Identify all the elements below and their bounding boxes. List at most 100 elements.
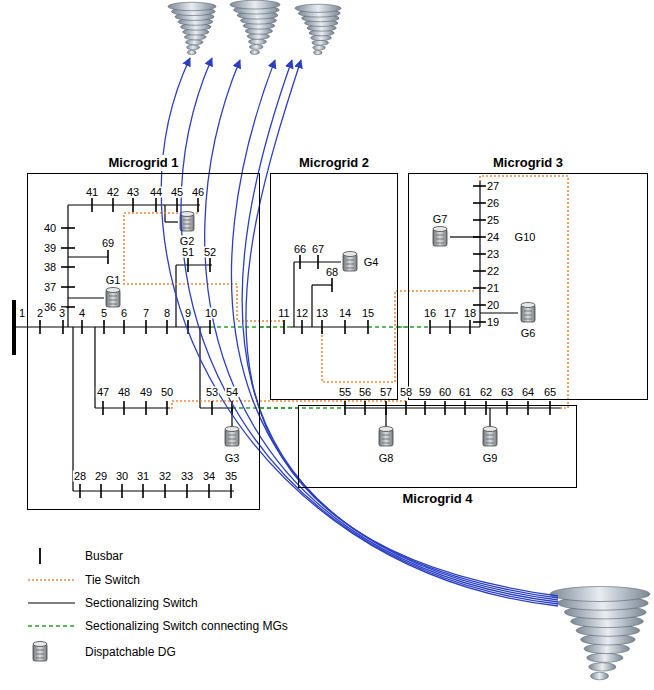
bus-number: 46 — [191, 187, 205, 198]
bus-number: 57 — [379, 387, 393, 398]
legend-sample — [39, 548, 41, 564]
dg-icon — [379, 427, 393, 447]
sectionalizing-line — [489, 408, 490, 428]
busbar — [364, 401, 366, 415]
bus-number: 63 — [500, 387, 514, 398]
legend-text: Sectionalizing Switch — [85, 596, 198, 610]
sectionalizing-line — [345, 407, 562, 408]
bus-number: 66 — [293, 244, 307, 255]
bus-number: 59 — [418, 387, 432, 398]
bus-number: 1 — [18, 308, 26, 319]
generator-label: G7 — [432, 214, 449, 225]
dg-icon — [433, 227, 447, 247]
tornado-icon — [295, 4, 341, 54]
bus-number: 31 — [136, 471, 150, 482]
dg-icon — [225, 427, 239, 447]
busbar — [61, 227, 75, 229]
bus-number: 54 — [225, 387, 239, 398]
busbar — [142, 484, 144, 498]
busbar — [230, 484, 232, 498]
busbar — [123, 320, 125, 334]
storm-path — [161, 58, 558, 606]
mg-tie-line — [232, 407, 345, 409]
busbar — [208, 484, 210, 498]
bus-number: 62 — [479, 387, 493, 398]
busbar — [449, 320, 451, 334]
sectionalizing-line — [14, 326, 210, 327]
bus-number: 64 — [521, 387, 535, 398]
bus-number: 32 — [158, 471, 172, 482]
bus-number: 52 — [203, 247, 217, 258]
mg-connector — [260, 326, 270, 328]
bus-number: 39 — [43, 243, 57, 254]
microgrid-box: Microgrid 4 — [298, 405, 577, 488]
busbar — [331, 278, 333, 292]
bus-number: 13 — [315, 308, 329, 319]
bus-number: 43 — [126, 187, 140, 198]
bus-number: 69 — [101, 238, 115, 249]
busbar — [102, 401, 104, 415]
bus-number: 47 — [96, 387, 110, 398]
busbar — [527, 401, 529, 415]
busbar — [103, 320, 105, 334]
bus-number: 27 — [486, 181, 500, 192]
bus-number: 49 — [139, 387, 153, 398]
busbar — [164, 484, 166, 498]
dg-icon — [521, 303, 535, 323]
bus-number: 26 — [486, 198, 500, 209]
busbar — [317, 255, 319, 269]
busbar — [549, 401, 551, 415]
busbar — [166, 320, 168, 334]
busbar — [121, 484, 123, 498]
microgrid-box: Microgrid 2 — [270, 173, 398, 400]
bus-number: 37 — [43, 282, 57, 293]
sectionalizing-line — [68, 204, 200, 205]
dg-icon — [106, 288, 120, 308]
busbar — [429, 320, 431, 334]
legend-text: Sectionalizing Switch connecting MGs — [85, 619, 288, 633]
bus-number: 60 — [438, 387, 452, 398]
bus-number: 24 — [486, 232, 500, 243]
storm-path — [181, 58, 558, 604]
bus-number: 53 — [205, 387, 219, 398]
generator-label: G6 — [520, 328, 537, 339]
busbar — [283, 320, 285, 334]
dg-icon — [483, 427, 497, 447]
bus-number: 19 — [486, 317, 500, 328]
busbar — [209, 258, 211, 272]
bus-number: 38 — [43, 262, 57, 273]
bus-number: 68 — [325, 267, 339, 278]
bus-number: 10 — [204, 308, 218, 319]
generator-label: G1 — [105, 275, 122, 286]
bus-number: 42 — [106, 187, 120, 198]
tie-switch-line — [124, 205, 284, 327]
mg-tie-line — [210, 326, 290, 328]
busbar — [166, 401, 168, 415]
legend-entry: Busbar — [85, 549, 123, 563]
bus-number: 56 — [358, 387, 372, 398]
busbar — [469, 320, 471, 334]
generator-label: G3 — [224, 453, 241, 464]
busbar — [344, 401, 346, 415]
sectionalizing-line — [312, 284, 332, 285]
busbar — [321, 320, 323, 334]
generator-label: G10 — [514, 232, 537, 243]
bus-number: 48 — [117, 387, 131, 398]
bus-number: 25 — [486, 215, 500, 226]
microgrid-box: Microgrid 3 — [408, 173, 648, 400]
bus-number: 6 — [120, 308, 128, 319]
sectionalizing-line — [95, 407, 170, 408]
sectionalizing-line — [430, 326, 480, 327]
bus-number: 8 — [163, 308, 171, 319]
bus-number: 30 — [115, 471, 129, 482]
bus-number: 17 — [443, 308, 457, 319]
bus-number: 44 — [149, 187, 163, 198]
dg-icon — [33, 642, 47, 662]
storm-path — [242, 60, 558, 598]
mg-connector — [260, 407, 298, 409]
microgrid-title: Microgrid 1 — [106, 155, 180, 171]
busbar — [61, 266, 75, 268]
bus-number: 18 — [463, 308, 477, 319]
busbar — [39, 320, 41, 334]
bus-number: 33 — [180, 471, 194, 482]
